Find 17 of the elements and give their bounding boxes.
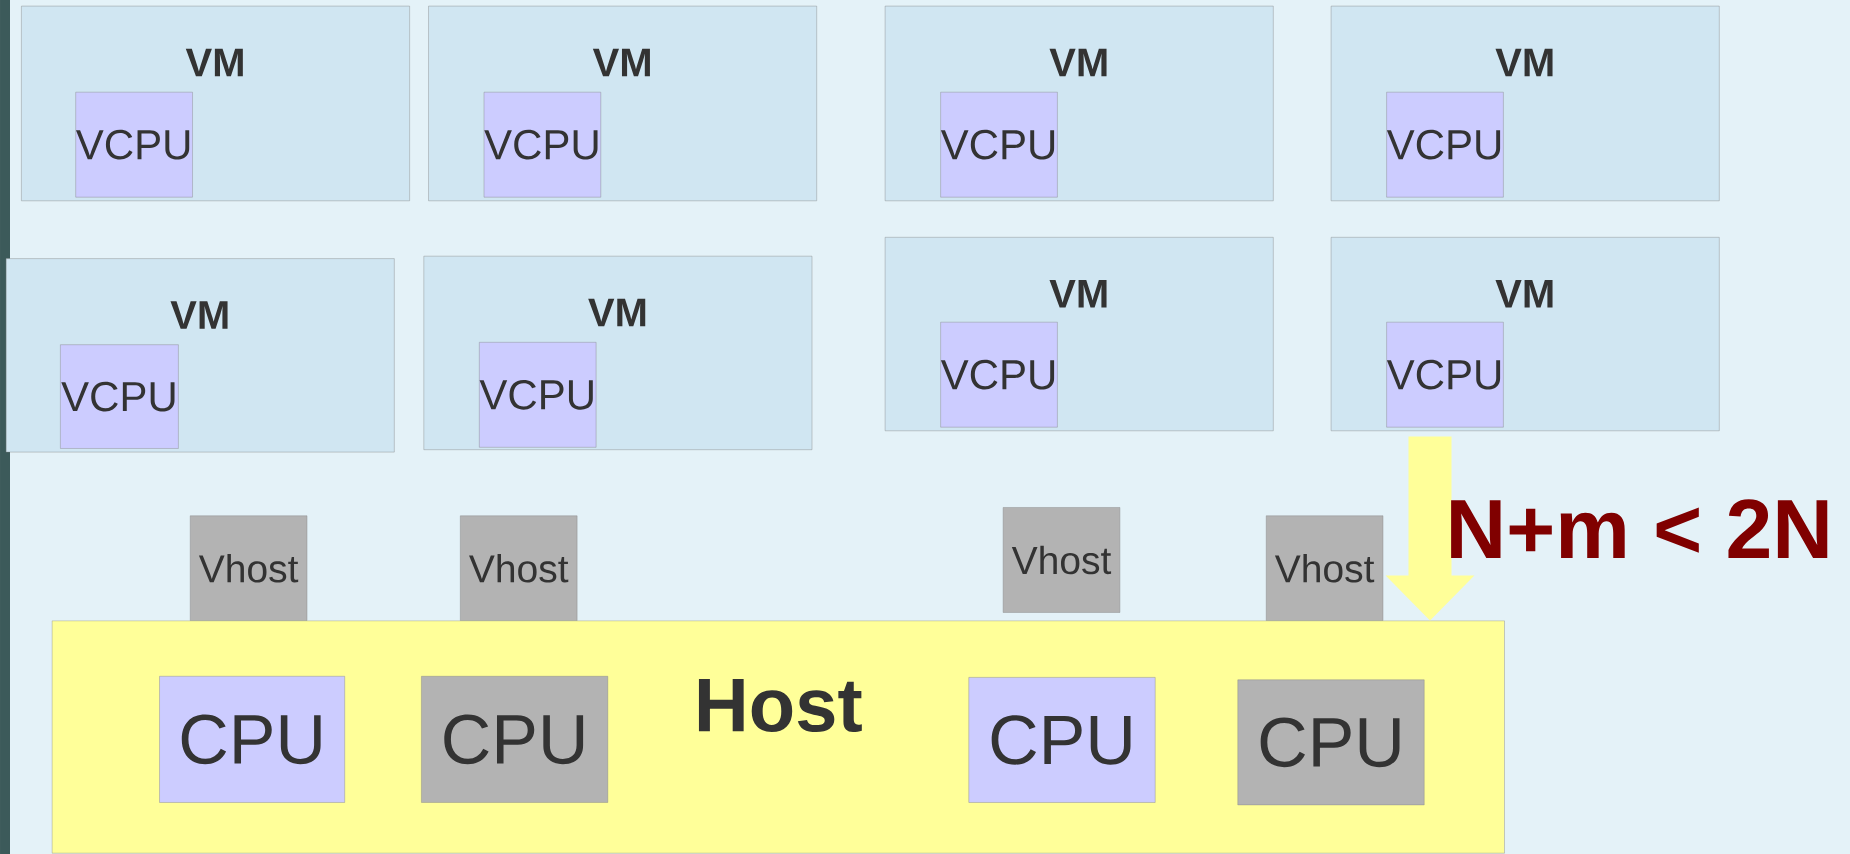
vcpu-box: VCPU [60, 344, 179, 449]
vcpu-box: VCPU [75, 92, 193, 198]
vcpu-box: VCPU [1386, 322, 1504, 428]
vhost-box: Vhost [1002, 507, 1121, 613]
cpu-box: CPU [421, 676, 608, 803]
vhost-box: Vhost [1266, 515, 1384, 621]
vcpu-box: VCPU [940, 322, 1058, 428]
cpu-box: CPU [968, 677, 1156, 803]
cpu-box: CPU [159, 676, 345, 803]
cpu-box: CPU [1237, 679, 1425, 806]
vcpu-box: VCPU [483, 92, 601, 198]
vcpu-box: VCPU [940, 92, 1058, 198]
vhost-box: Vhost [460, 515, 578, 621]
vcpu-box: VCPU [479, 342, 597, 448]
vhost-box: Vhost [190, 515, 308, 621]
vcpu-box: VCPU [1386, 92, 1504, 198]
edge-label: N+m < 2N [1451, 499, 1828, 558]
